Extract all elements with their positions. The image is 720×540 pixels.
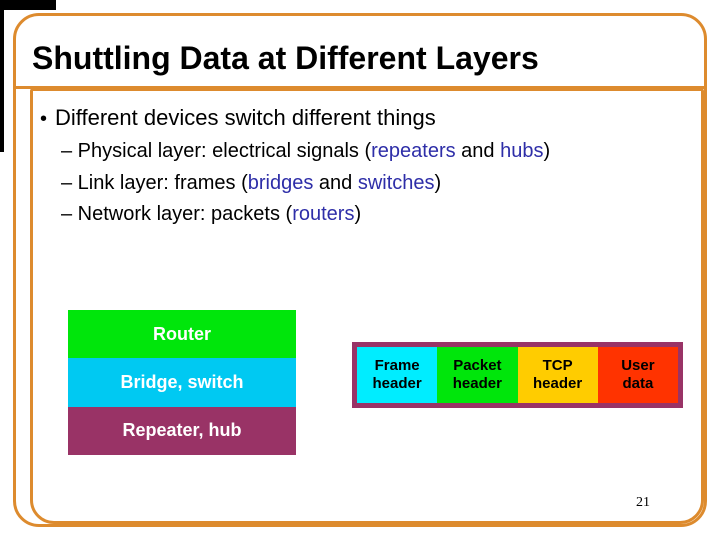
screen-edge-artifact-top (0, 0, 56, 10)
device-term-text: repeaters (371, 140, 456, 162)
sub-bullet-text: – Physical layer: electrical signals ( (61, 140, 372, 162)
bullet-icon: • (40, 108, 48, 130)
sub-bullet-list: – Physical layer: electrical signals (re… (61, 136, 550, 231)
sub-bullet-text: ) (434, 171, 442, 194)
packet-segment-label-bottom: header (372, 375, 422, 392)
title-divider-line (13, 86, 707, 89)
packet-segment-label-bottom: data (622, 375, 654, 392)
bullet-main: • Different devices switch different thin… (40, 105, 436, 131)
packet-segment-label-bottom: header (452, 375, 502, 392)
sub-bullet-text: – Network layer: packets ( (61, 203, 293, 225)
packet-segment-label-top: Frame (374, 357, 420, 374)
sub-bullet-text: ) (354, 203, 362, 225)
sub-bullet-text: and (455, 140, 501, 162)
device-box-repeater-hub: Repeater, hub (68, 406, 296, 455)
sub-bullet-line: – Link layer: frames (bridges and switch… (61, 168, 550, 200)
sub-bullet-line: – Physical layer: electrical signals (re… (61, 136, 550, 168)
device-term-text: routers (292, 203, 355, 225)
sub-bullet-text: and (313, 171, 358, 194)
slide-outer-border (13, 13, 707, 527)
page-number: 21 (636, 495, 650, 510)
device-term-text: switches (357, 171, 435, 194)
sub-bullet-text: ) (543, 140, 551, 162)
slide-body-border (30, 88, 704, 524)
packet-segment-label-top: Packet (453, 357, 502, 374)
packet-segment-label-top: TCP (542, 357, 573, 374)
bullet-main-text: Different devices switch different thing… (55, 105, 436, 130)
sub-bullet-line: – Network layer: packets (routers) (61, 199, 550, 231)
device-box-router: Router (68, 310, 296, 359)
sub-bullet-text: – Link layer: frames ( (61, 171, 248, 194)
device-term-text: hubs (500, 140, 544, 162)
packet-segment-label-top: User (621, 357, 655, 374)
screen-edge-artifact-left (0, 0, 4, 152)
slide-title: Shuttling Data at Different Layers (32, 40, 539, 76)
device-term-text: bridges (247, 171, 314, 194)
device-box-bridge-switch: Bridge, switch (68, 358, 296, 407)
packet-segment-label-bottom: header (533, 375, 583, 392)
